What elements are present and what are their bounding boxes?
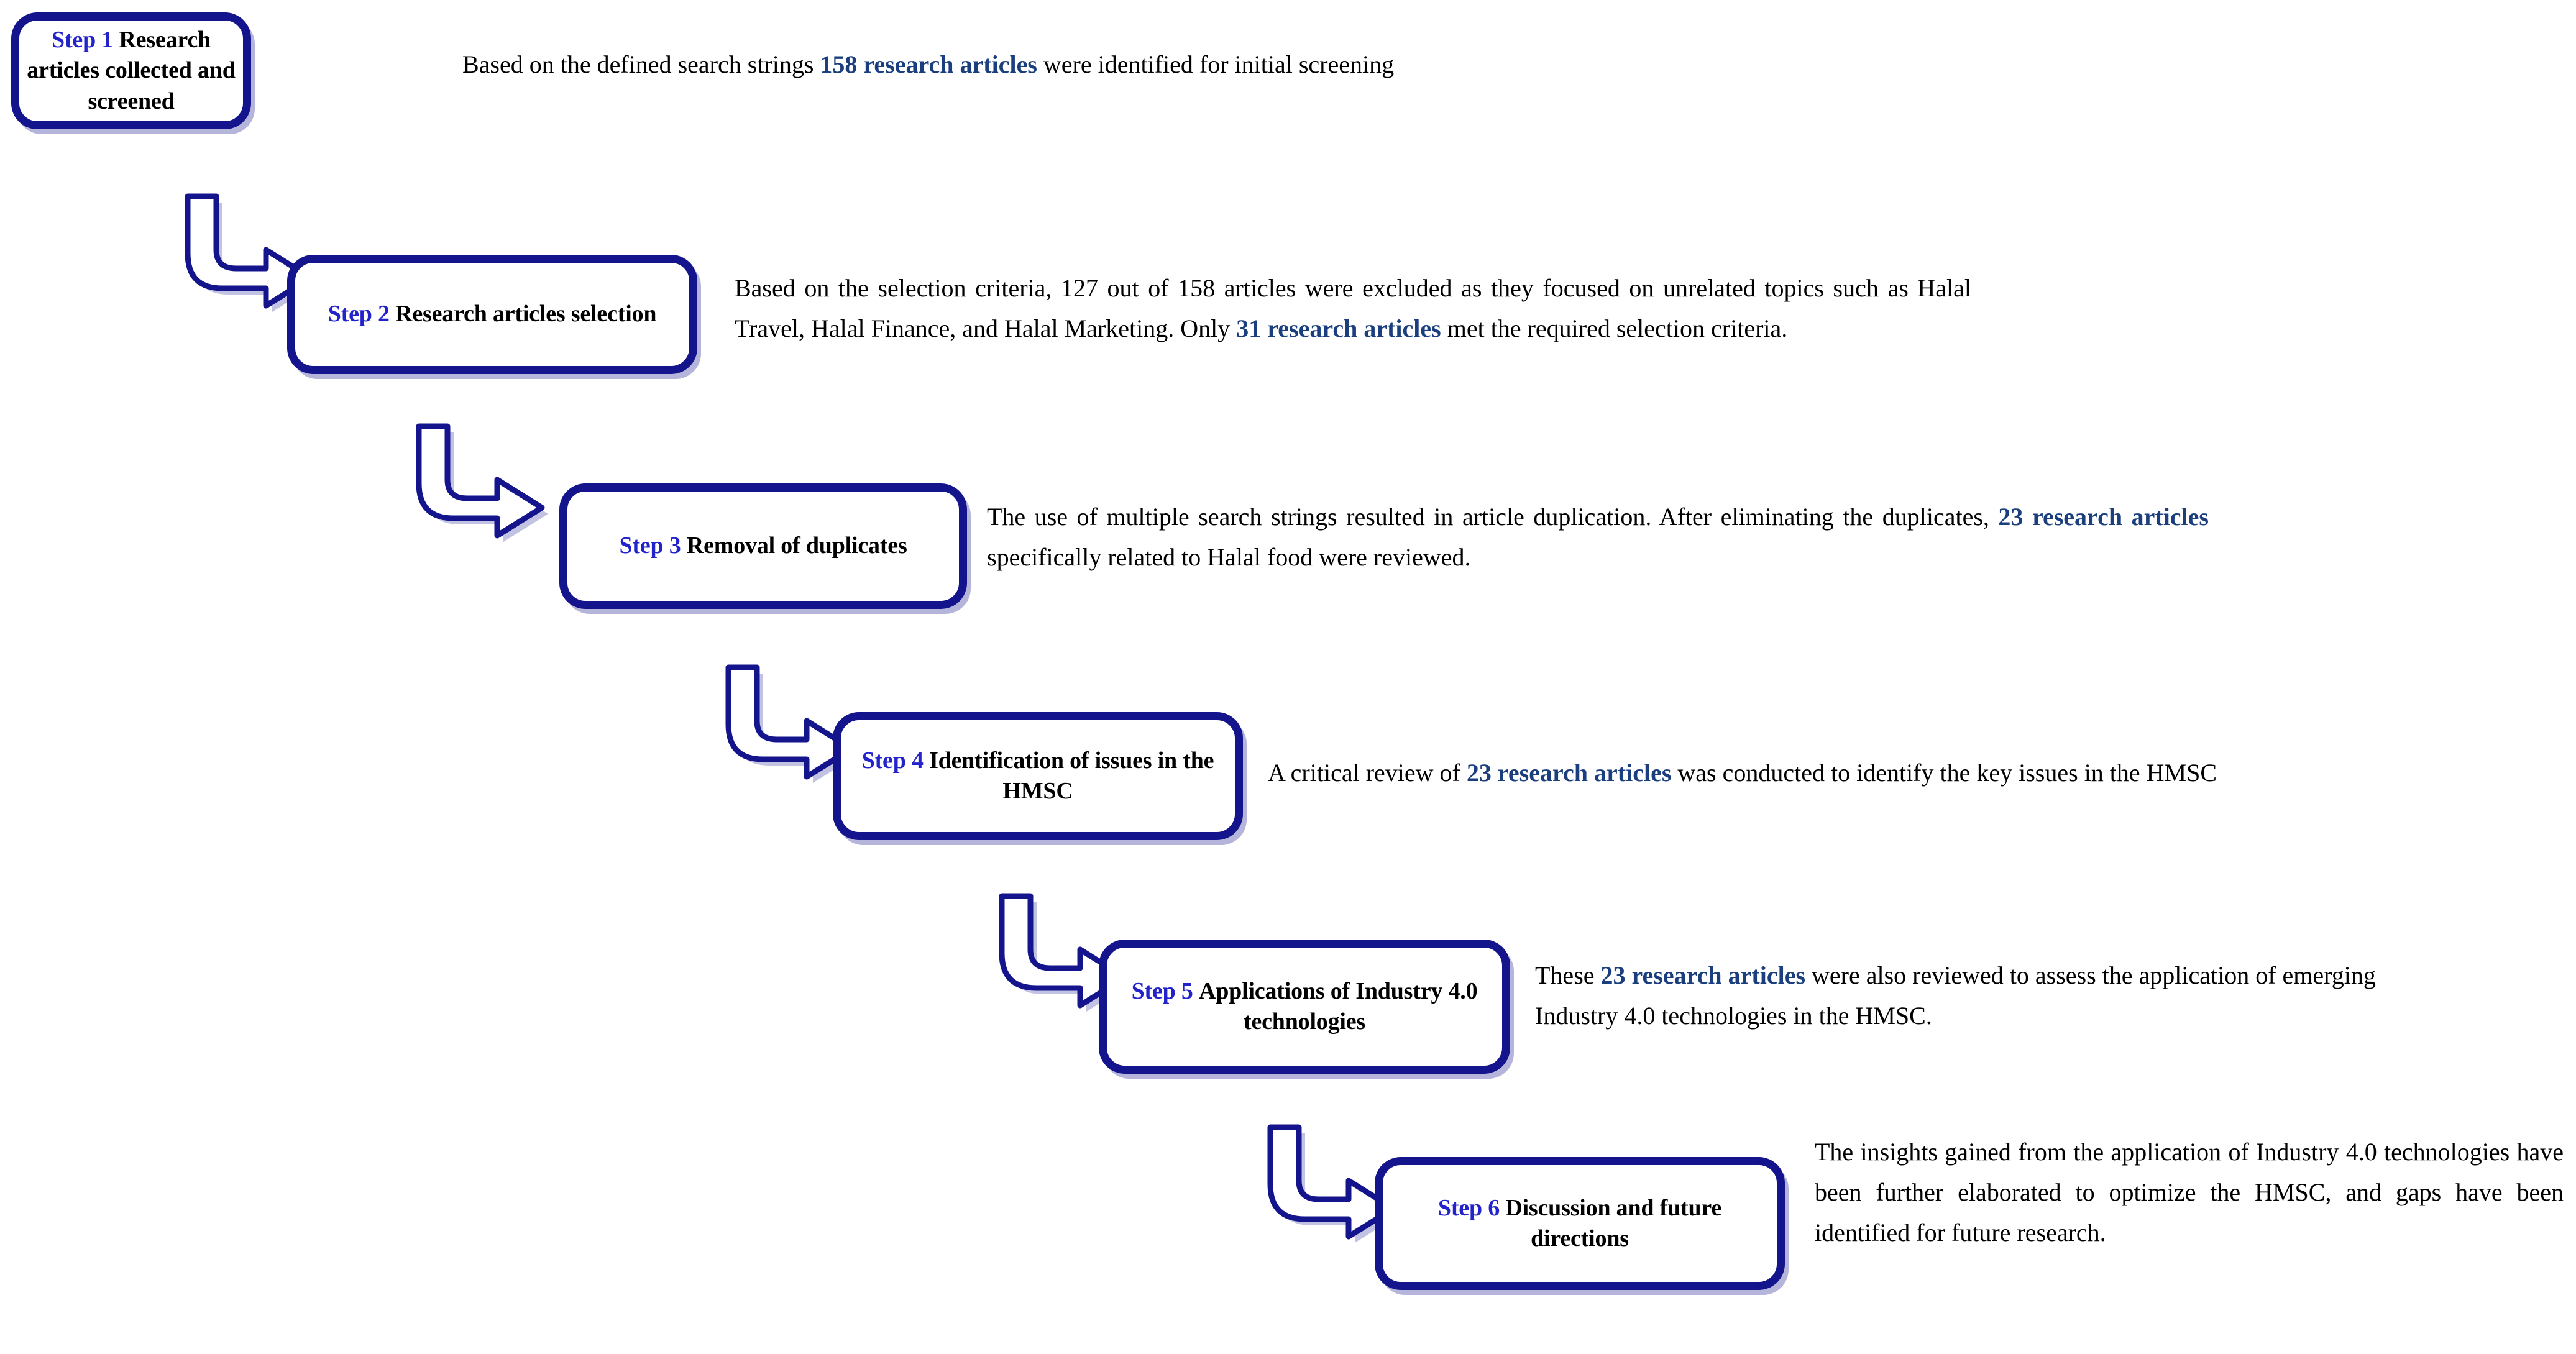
step-5-desc-highlight: 23 research articles — [1600, 961, 1806, 989]
step-1-desc-highlight: 158 research articles — [820, 50, 1037, 78]
step-box-2[interactable]: Step 2 Research articles selection — [287, 255, 697, 374]
elbow-arrow-down-right-icon — [725, 664, 858, 783]
step-box-3-text: Step 3 Removal of duplicates — [567, 531, 959, 561]
step-1-title: Research articles collected and screened — [27, 26, 236, 114]
step-box-5[interactable]: Step 5 Applications of Industry 4.0 tech… — [1099, 940, 1510, 1074]
step-2-desc-highlight: 31 research articles — [1236, 314, 1441, 342]
step-5-desc-seg-0: These — [1535, 961, 1601, 989]
step-4-description: A critical review of 23 research article… — [1268, 753, 2500, 794]
step-box-5-text: Step 5 Applications of Industry 4.0 tech… — [1107, 976, 1502, 1038]
step-5-description: These 23 research articles were also rev… — [1535, 956, 2436, 1036]
step-2-description: Based on the selection criteria, 127 out… — [735, 268, 1971, 349]
step-box-4[interactable]: Step 4 Identification of issues in the H… — [833, 712, 1243, 840]
step-4-desc-seg-0: A critical review of — [1268, 759, 1467, 787]
step-1-desc-seg-2: were identified for initial screening — [1037, 50, 1395, 78]
step-3-desc-highlight: 23 research articles — [1998, 503, 2209, 531]
step-box-2-text: Step 2 Research articles selection — [295, 299, 689, 329]
connector-arrow-3-4 — [720, 659, 881, 783]
step-5-title: Applications of Industry 4.0 technologie… — [1199, 977, 1478, 1035]
step-3-label: Step 3 — [619, 533, 681, 559]
step-6-label: Step 6 — [1437, 1194, 1500, 1221]
step-1-desc-seg-0: Based on the defined search strings — [462, 50, 820, 78]
step-4-desc-seg-2: was conducted to identify the key issues… — [1671, 759, 2217, 787]
step-2-desc-seg-2: met the required selection criteria. — [1441, 314, 1788, 342]
step-4-label: Step 4 — [861, 747, 924, 774]
step-3-description: The use of multiple search strings resul… — [987, 497, 2209, 578]
step-3-desc-seg-2: specifically related to Halal food were … — [987, 542, 1471, 571]
connector-arrow-2-3 — [410, 418, 572, 542]
step-5-label: Step 5 — [1131, 977, 1193, 1004]
step-6-desc-seg-0: The insights gained from the application… — [1815, 1138, 2564, 1247]
elbow-arrow-down-right-icon — [1267, 1124, 1400, 1243]
step-4-desc-highlight: 23 research articles — [1466, 759, 1672, 787]
step-box-6-text: Step 6 Discussion and future directions — [1383, 1193, 1777, 1255]
step-3-desc-seg-0: The use of multiple search strings resul… — [987, 503, 1999, 531]
connector-arrow-1-2 — [179, 188, 341, 312]
step-box-1-text: Step 1 Research articles collected and s… — [19, 25, 243, 117]
step-2-label: Step 2 — [328, 301, 390, 327]
step-5-desc-seg-2: were also reviewed to assess the applica… — [1535, 961, 2376, 1030]
elbow-arrow-down-right-icon — [416, 423, 548, 542]
step-box-1[interactable]: Step 1 Research articles collected and s… — [11, 12, 251, 129]
step-box-6[interactable]: Step 6 Discussion and future directions — [1375, 1157, 1785, 1290]
step-3-title: Removal of duplicates — [686, 533, 907, 559]
elbow-arrow-down-right-icon — [185, 193, 317, 312]
step-6-description: The insights gained from the application… — [1815, 1132, 2564, 1253]
step-1-description: Based on the defined search strings 158 … — [462, 45, 1536, 85]
step-2-title: Research articles selection — [395, 301, 657, 327]
step-box-4-text: Step 4 Identification of issues in the H… — [841, 746, 1235, 807]
step-1-label: Step 1 — [52, 26, 114, 53]
step-6-title: Discussion and future directions — [1505, 1194, 1722, 1251]
step-box-3[interactable]: Step 3 Removal of duplicates — [559, 483, 967, 609]
connector-arrow-5-6 — [1262, 1118, 1423, 1243]
step-2-desc-seg-0: Based on the selection criteria, 127 out… — [735, 274, 1971, 342]
step-4-title: Identification of issues in the HMSC — [929, 747, 1214, 804]
